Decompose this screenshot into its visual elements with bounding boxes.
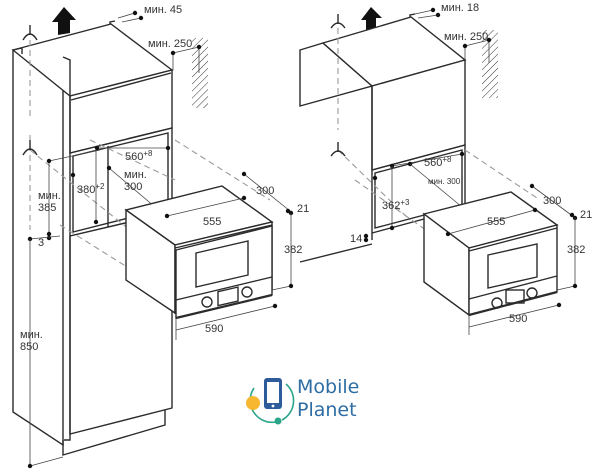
label-gap-14: 14: [350, 233, 362, 245]
label-niche-depth-right: мин. 300: [428, 177, 461, 186]
watermark-text: Mobile Planet: [297, 376, 359, 422]
right-microwave: 555 300 21 382 590: [422, 183, 592, 335]
watermark-line1: Mobile: [297, 376, 360, 398]
left-label-300: 300: [256, 185, 274, 197]
right-label-300: 300: [543, 195, 561, 207]
right-label-382: 382: [567, 244, 585, 256]
label-niche-width-right: 560+8: [424, 155, 452, 169]
left-label-555: 555: [203, 216, 221, 228]
left-label-590: 590: [205, 323, 223, 335]
ventilation-arrow-icon: [52, 7, 76, 35]
label-min-850-prefix: мин.: [20, 329, 43, 341]
left-label-382: 382: [284, 244, 302, 256]
label-min-385-prefix: мин.: [38, 190, 61, 202]
wall-hatch: [192, 38, 208, 108]
wall-hatch: [482, 30, 498, 98]
left-microwave: 555 300 21 382 590: [124, 171, 309, 340]
label-niche-depth-value: 300: [124, 181, 142, 193]
left-label-21: 21: [297, 203, 309, 215]
label-min-250-right: мин. 250: [444, 31, 488, 43]
right-label-21: 21: [580, 209, 592, 221]
label-niche-depth: мин.: [124, 169, 147, 181]
label-niche-width: 560+8: [125, 149, 153, 163]
label-min-18: мин. 18: [441, 2, 479, 14]
label-niche-height-right: 362+3: [382, 198, 410, 212]
watermark-line2: Planet: [297, 399, 357, 421]
right-label-590: 590: [509, 313, 527, 325]
label-min-45: мин. 45: [144, 4, 182, 16]
label-min-385-value: 385: [38, 202, 56, 214]
mobile-planet-logo-icon: [246, 378, 295, 425]
label-gap-3: 3: [38, 237, 44, 249]
ventilation-arrow-icon: [361, 7, 382, 32]
label-min-850-value: 850: [20, 341, 38, 353]
label-niche-height: 380+2: [77, 182, 105, 196]
mobile-planet-watermark: Mobile Planet: [240, 370, 370, 430]
right-label-555: 555: [487, 216, 505, 228]
label-min-250: мин. 250: [148, 38, 192, 50]
left-installation: мин. 45 мин. 250 560+8 мин. 300 380+2 ми…: [11, 4, 271, 469]
